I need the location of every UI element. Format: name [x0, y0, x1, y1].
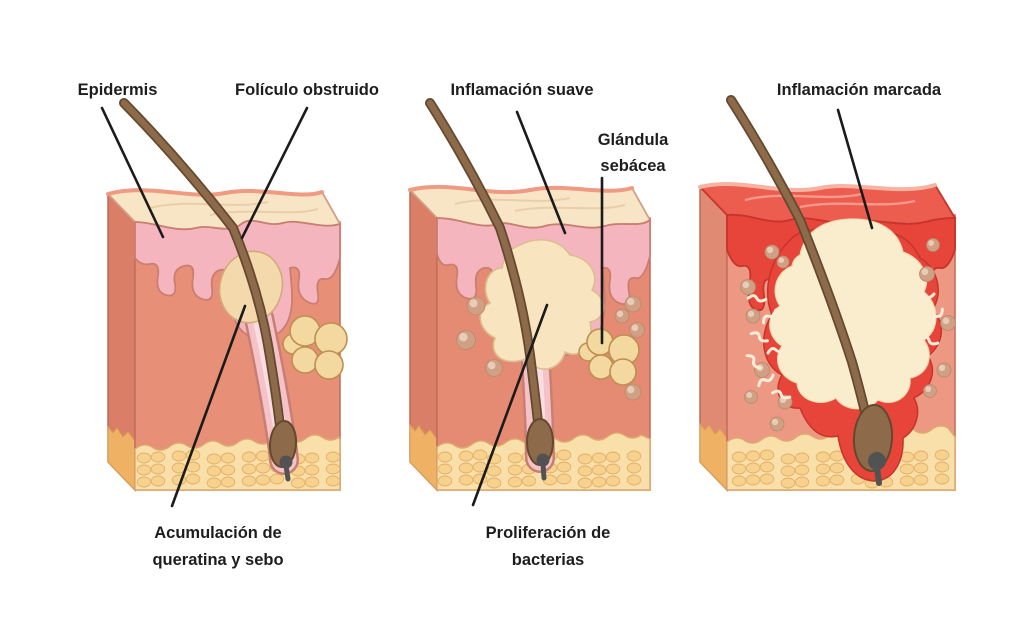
hair-follicle — [425, 98, 554, 481]
label-keratin-accumulation: Acumulación de queratina y sebo — [128, 520, 308, 574]
hair-follicle — [726, 95, 894, 486]
hair-shaft-core — [120, 99, 285, 439]
label-clogged-follicle: Folículo obstruido — [222, 77, 392, 103]
label-bacteria-proliferation-line2: bacterias — [511, 551, 585, 569]
pointer-line-bacteria — [471, 303, 549, 507]
dermal-papilla — [536, 453, 550, 467]
label-sebaceous-gland-line2: sebácea — [600, 157, 666, 175]
label-epidermis-text: Epidermis — [77, 81, 158, 99]
label-keratin-accumulation-line1: Acumulación de — [154, 524, 282, 542]
panel-stage-2 — [408, 98, 652, 492]
hair-shaft-core — [426, 99, 543, 437]
label-clogged-follicle-text: Folículo obstruido — [235, 81, 379, 99]
dermal-papilla — [279, 455, 293, 469]
surface-rim-highlight — [106, 188, 324, 197]
hair-bulb — [268, 420, 298, 468]
pointer-line-epidermis — [100, 106, 165, 239]
pus-pocket — [769, 218, 937, 410]
surface-ridge-line — [514, 204, 626, 212]
pointer-line-accumulation — [170, 304, 247, 508]
label-mild-inflammation: Inflamación suave — [437, 77, 607, 103]
block-side-fat — [409, 423, 438, 492]
pointer-line-mild-inflammation — [515, 110, 567, 235]
dermal-papilla — [868, 452, 886, 470]
bacteria-rods — [745, 292, 944, 400]
label-bacteria-proliferation-line1: Proliferación de — [485, 524, 611, 542]
surface-ridge-line — [744, 192, 863, 202]
panel-stage-3 — [698, 95, 957, 492]
hair-shaft-core — [727, 96, 873, 436]
block-side-fat — [107, 425, 136, 492]
label-sebaceous-gland: Glándula sebácea — [582, 127, 684, 179]
label-keratin-accumulation-line2: queratina y sebo — [152, 551, 284, 569]
label-marked-inflammation: Inflamación marcada — [760, 77, 958, 103]
papilla-stem — [874, 465, 882, 486]
label-bacteria-proliferation: Proliferación de bacterias — [458, 520, 638, 574]
panel-stage-1 — [106, 98, 348, 492]
pointer-line-clogged-follicle — [240, 106, 309, 240]
bacteria-dots — [456, 295, 645, 401]
label-marked-inflammation-text: Inflamación marcada — [776, 81, 942, 99]
sebaceous-gland — [578, 328, 640, 386]
sebaceous-gland — [282, 315, 348, 380]
label-mild-inflammation-text: Inflamación suave — [450, 81, 594, 99]
surface-ridge-line — [454, 197, 571, 205]
bacteria-dots — [740, 238, 956, 432]
pointer-line-marked-inflammation — [836, 108, 874, 230]
label-sebaceous-gland-line1: Glándula — [597, 131, 669, 149]
pointer-lines — [100, 106, 874, 508]
label-epidermis: Epidermis — [60, 77, 175, 103]
hair-follicle — [119, 98, 298, 482]
surface-rim-highlight — [698, 182, 937, 193]
surface-ridge-line — [799, 199, 916, 209]
block-side-fat — [699, 422, 728, 492]
